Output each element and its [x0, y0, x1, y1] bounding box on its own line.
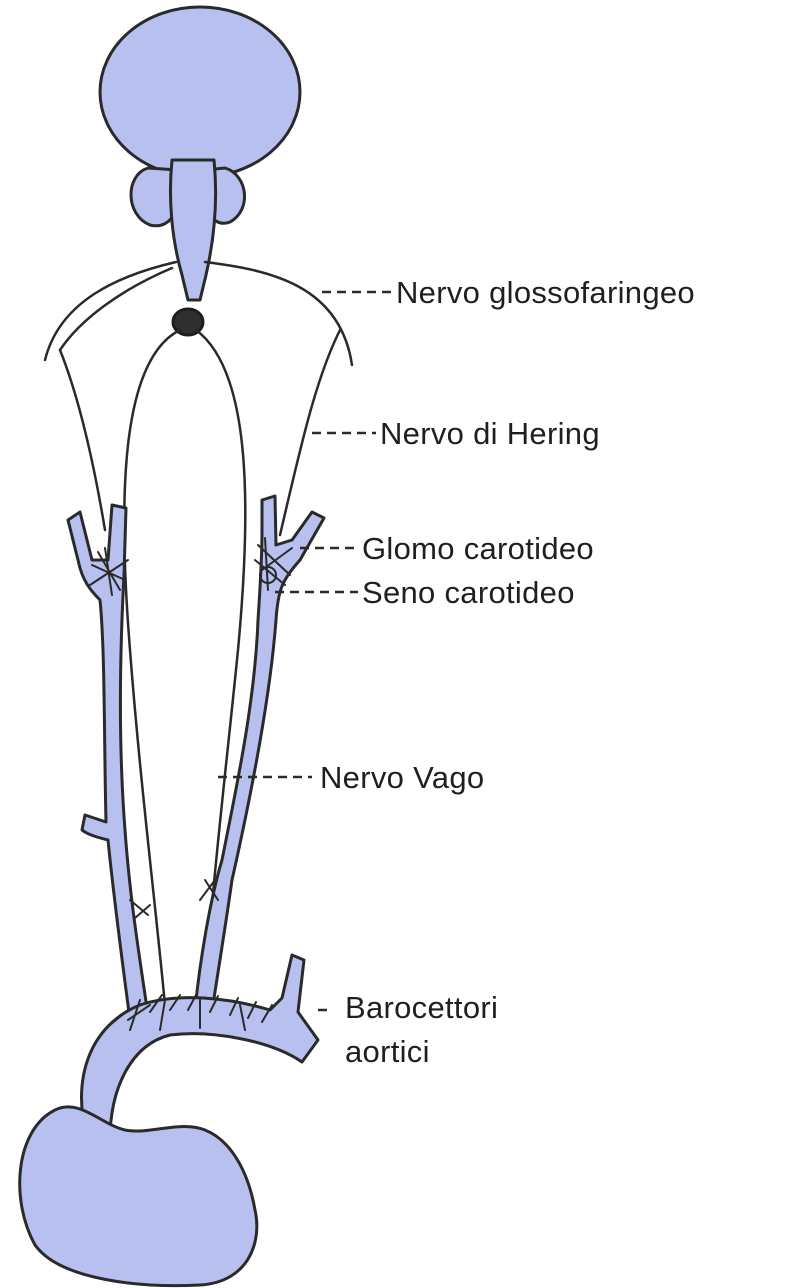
label-glomus: Glomo carotideo — [362, 531, 594, 566]
label-vagus: Nervo Vago — [320, 760, 484, 795]
label-hering: Nervo di Hering — [380, 416, 600, 451]
right-carotid — [195, 496, 324, 1012]
labels: Nervo glossofaringeo Nervo di Hering Glo… — [320, 275, 695, 1069]
label-sinus: Seno carotideo — [362, 575, 575, 610]
label-aortic-line2: aortici — [345, 1034, 430, 1069]
heart — [20, 1107, 257, 1286]
label-glossopharyngeal: Nervo glossofaringeo — [396, 275, 695, 310]
brain — [100, 7, 300, 335]
label-aortic-line1: Barocettori — [345, 990, 498, 1025]
left-carotid — [68, 505, 150, 1020]
leader-lines — [218, 292, 392, 1010]
hering-nerves — [60, 330, 340, 535]
